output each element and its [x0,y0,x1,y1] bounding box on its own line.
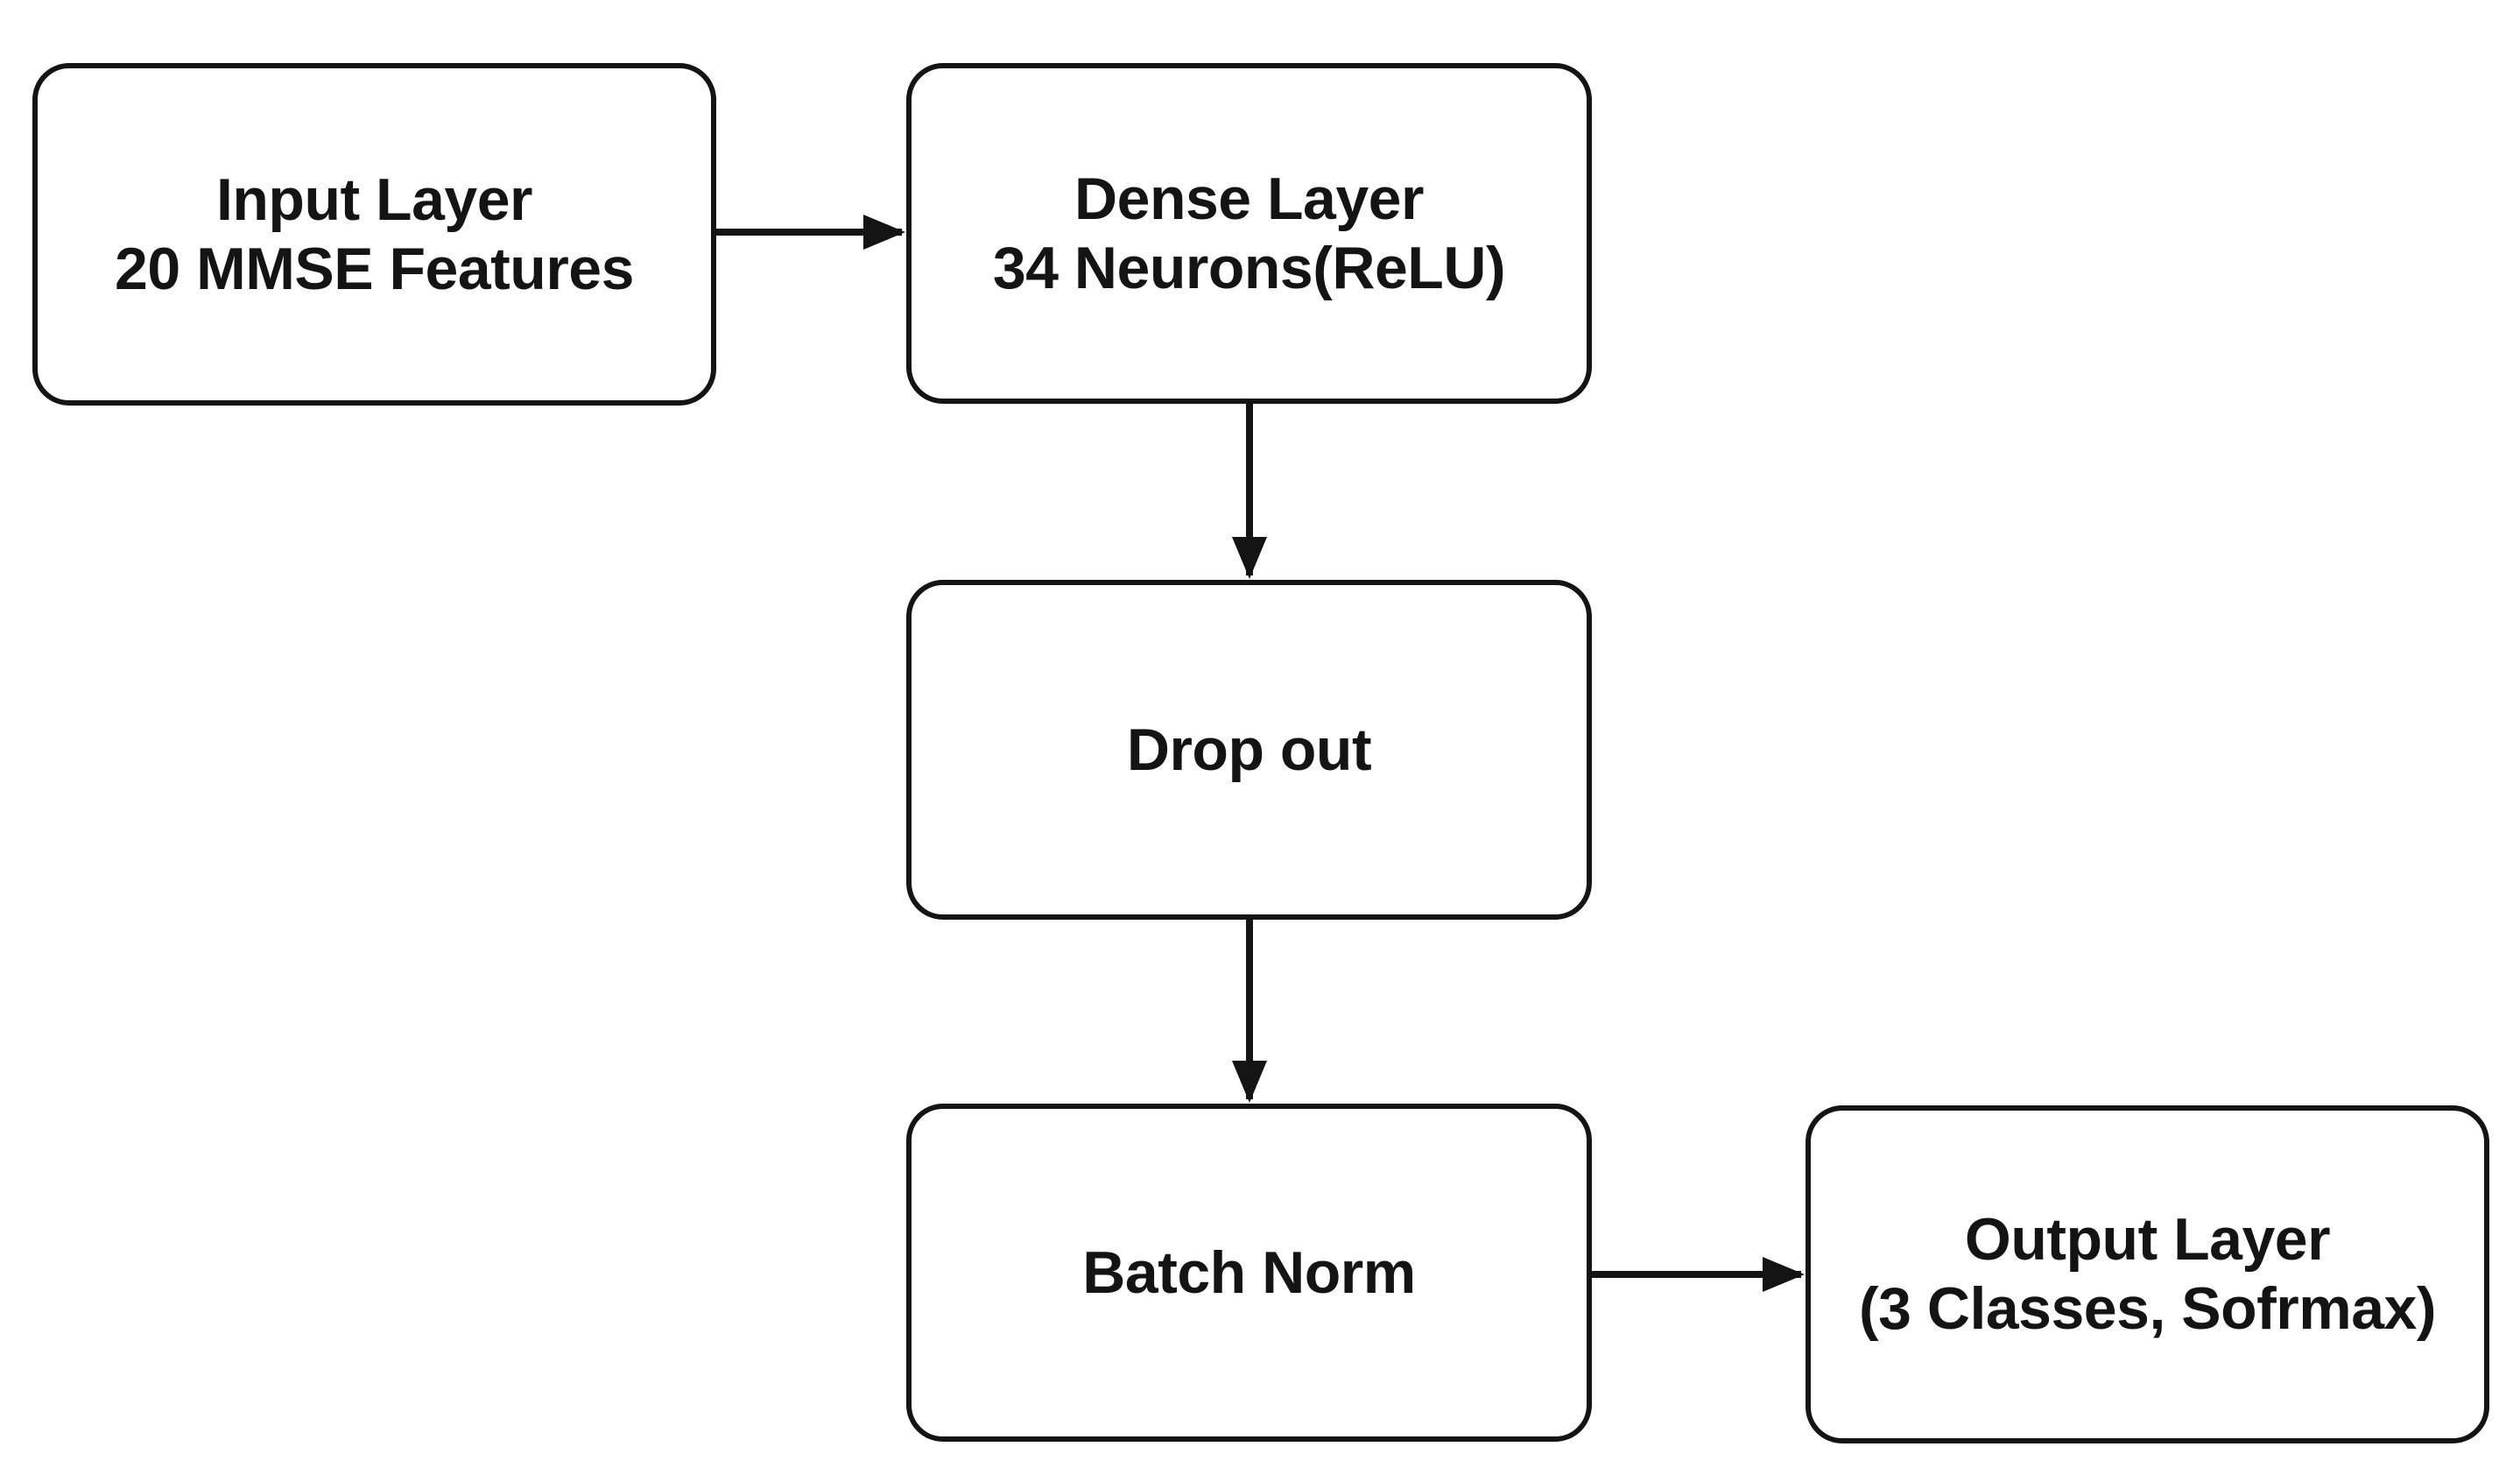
node-input-layer: Input Layer 20 MMSE Features [32,63,716,406]
node-label-line: Output Layer [1964,1206,2331,1274]
node-label-line: 34 Neurons(ReLU) [992,234,1506,301]
node-label-line: Input Layer [216,166,533,233]
node-label-line: Batch Norm [1082,1239,1416,1306]
node-dropout: Drop out [906,580,1592,920]
node-label-line: Drop out [1126,716,1372,783]
node-label-line: (3 Classes, Sofrmax) [1859,1275,2436,1342]
node-dense-layer: Dense Layer 34 Neurons(ReLU) [906,63,1592,404]
node-output-layer: Output Layer (3 Classes, Sofrmax) [1806,1105,2489,1443]
node-label-line: Dense Layer [1074,165,1424,232]
node-batch-norm: Batch Norm [906,1104,1592,1442]
node-label-line: 20 MMSE Features [115,235,634,302]
